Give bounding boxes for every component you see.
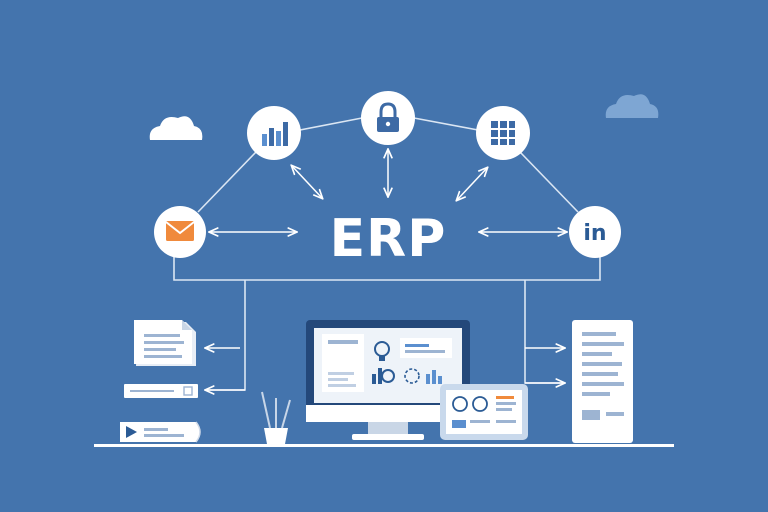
desktop-monitor (306, 320, 470, 440)
envelope-icon (165, 221, 195, 241)
erp-title: ERP (330, 209, 447, 269)
bar-chart-icon (262, 122, 288, 146)
double-arrows (206, 150, 566, 390)
monitor-screen-content (322, 334, 452, 392)
modules-node (476, 106, 530, 160)
cloud-icon (605, 94, 659, 118)
social-node: in (569, 206, 621, 258)
linkedin-icon: in (583, 221, 606, 246)
document-strip (124, 384, 198, 398)
cloud-icon (149, 116, 203, 140)
play-icon (126, 426, 137, 438)
bar-chart-icon (372, 368, 382, 384)
bar-chart-icon (426, 370, 442, 384)
pencil-cup (261, 391, 291, 444)
desk-surface (94, 444, 674, 447)
lightbulb-icon (374, 341, 390, 361)
lock-icon (377, 102, 399, 132)
tablet-device (440, 384, 528, 440)
security-node (361, 91, 415, 145)
email-node (154, 206, 206, 258)
video-book (120, 421, 201, 443)
analytics-node (247, 106, 301, 160)
report-document (572, 320, 633, 443)
document-stack (134, 320, 196, 366)
grid-icon (491, 121, 515, 145)
